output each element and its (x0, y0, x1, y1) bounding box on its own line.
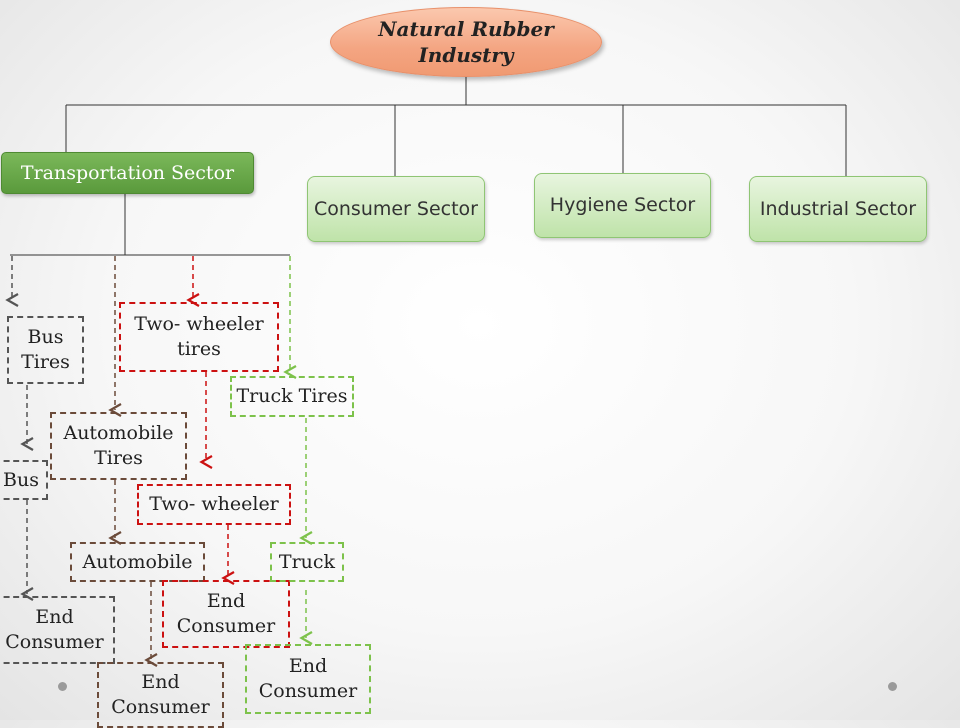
automobile-node: Automobile (70, 542, 205, 582)
truck-node: Truck (270, 542, 344, 582)
slide-dot-right (888, 682, 897, 691)
consumer-sector-node: Consumer Sector (307, 176, 485, 242)
hygiene-sector-node: Hygiene Sector (534, 173, 711, 238)
truck-end-consumer-node: End Consumer (245, 644, 371, 714)
bus-end-consumer-node: End Consumer (0, 596, 115, 664)
industrial-sector-node: Industrial Sector (749, 176, 927, 242)
bus-tires-node: Bus Tires (7, 316, 84, 384)
bus-node: Bus (0, 460, 48, 500)
two-wheeler-end-consumer-node: End Consumer (162, 580, 290, 648)
truck-tires-node: Truck Tires (230, 376, 354, 417)
automobile-end-consumer-node: End Consumer (97, 662, 224, 728)
root-node: Natural Rubber Industry (330, 7, 602, 77)
transportation-sector-node: Transportation Sector (1, 152, 254, 194)
slide-dot-left (58, 682, 67, 691)
automobile-tires-node: Automobile Tires (50, 412, 187, 480)
two-wheeler-tires-node: Two- wheeler tires (119, 302, 279, 372)
two-wheeler-node: Two- wheeler (137, 484, 291, 525)
